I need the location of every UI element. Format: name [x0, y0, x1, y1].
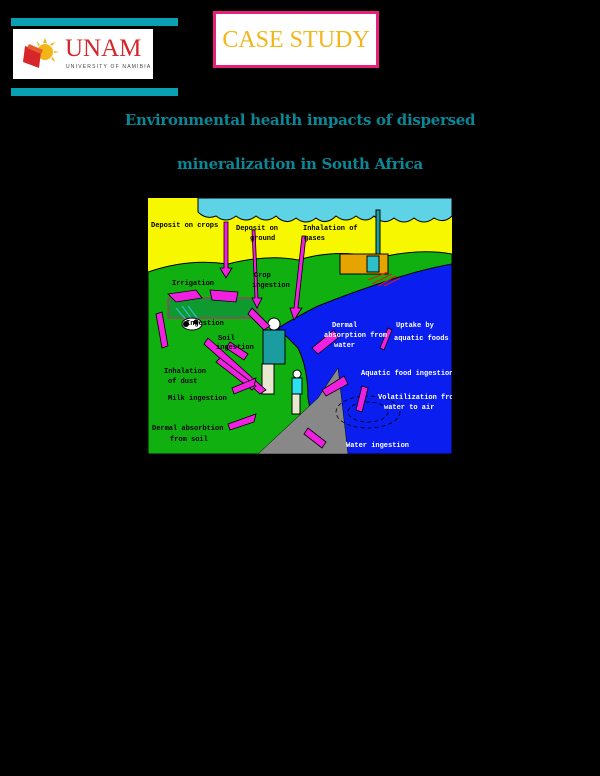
label-dermal-water-1: Dermal: [332, 322, 358, 330]
label-dermal-water-2: absorption from: [324, 332, 388, 340]
label-ingestion: Ingestion: [186, 320, 224, 328]
accent-bar-bottom: [11, 88, 178, 96]
label-inhalation-dust-2: of dust: [168, 378, 198, 386]
label-deposit-on-ground-1: Deposit on: [236, 225, 279, 233]
label-deposit-on-ground-2: ground: [250, 235, 276, 243]
label-crop-ingestion-1: Crop: [254, 272, 271, 280]
logo-wordmark: UNAM: [65, 35, 142, 62]
label-crop-ingestion-2: ingestion: [252, 282, 290, 290]
exposure-pathways-figure: Deposit on crops Deposit on ground Inhal…: [148, 198, 452, 454]
label-inhalation-gases-1: Inhalation of: [303, 225, 358, 233]
label-volatilization-1: Volatilization from: [378, 394, 452, 402]
label-uptake-aquatic-2: aquatic foods: [394, 335, 449, 343]
label-dermal-soil-2: from soil: [170, 436, 208, 444]
label-water-ingestion: Water ingestion: [346, 442, 410, 450]
label-inhalation-dust-1: Inhalation: [164, 368, 207, 376]
unam-logo: UNAM UNIVERSITY OF NAMIBIA: [13, 29, 153, 79]
label-dermal-water-3: water: [334, 342, 356, 350]
exposure-scene-illustration: [148, 198, 452, 454]
logo-subtitle: UNIVERSITY OF NAMIBIA: [66, 64, 152, 70]
sun-book-logo-icon: [23, 38, 59, 68]
label-deposit-on-crops: Deposit on crops: [151, 222, 219, 230]
label-milk-ingestion: Milk ingestion: [168, 395, 227, 403]
label-irrigation: Irrigation: [172, 280, 215, 288]
label-inhalation-gases-2: gases: [304, 235, 326, 243]
label-uptake-aquatic-1: Uptake by: [396, 322, 434, 330]
label-dermal-soil-1: Dermal absorbtion: [152, 425, 224, 433]
label-aquatic-food-ingestion: Aquatic food ingestion: [361, 370, 452, 378]
label-volatilization-2: water to air: [384, 404, 435, 412]
document-title-line-2: mineralization in South Africa: [177, 155, 423, 173]
label-soil-ingestion-1: Soil: [218, 335, 235, 343]
document-title-line-1: Environmental health impacts of disperse…: [124, 111, 476, 129]
label-soil-ingestion-2: ingestion: [216, 344, 254, 352]
case-study-label: CASE STUDY: [222, 27, 370, 53]
accent-bar-top: [11, 18, 178, 26]
case-study-badge: CASE STUDY: [213, 11, 379, 68]
